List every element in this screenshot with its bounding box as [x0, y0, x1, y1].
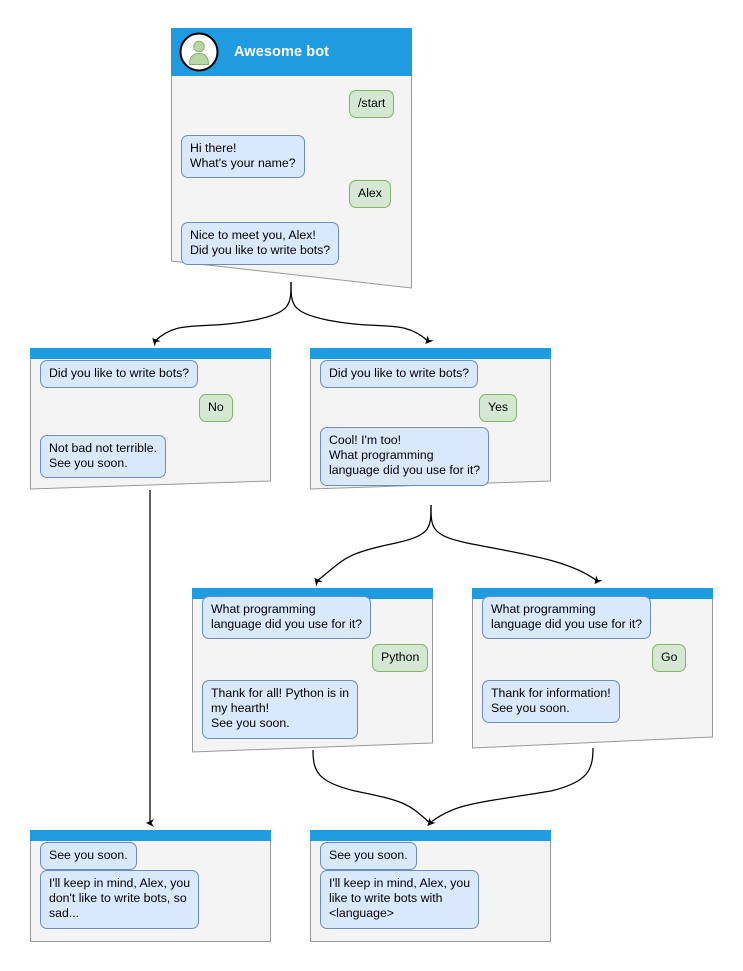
message-bubble-answer[interactable]: Yes — [479, 394, 518, 423]
card-end-sad[interactable]: See you soon. I'll keep in mind, Alex, y… — [30, 830, 271, 942]
edge-yes-to-python — [314, 504, 432, 587]
user-avatar-icon — [179, 32, 219, 71]
message-bubble-name[interactable]: Alex — [349, 180, 391, 209]
card-root-body: Awesome bot — [171, 28, 412, 290]
message-bubble-question[interactable]: Did you like to write bots? — [40, 360, 199, 389]
card-no[interactable]: Did you like to write bots? No Not bad n… — [30, 348, 271, 490]
edge-go-to-end-happy — [429, 747, 594, 824]
message-bubble-answer[interactable]: Go — [652, 644, 687, 673]
bot-title: Awesome bot — [234, 43, 330, 60]
message-bubble-reply[interactable]: Not bad not terrible. See you soon. — [40, 435, 167, 479]
message-bubble-greeting[interactable]: Hi there! What's your name? — [181, 135, 305, 179]
message-bubble-start[interactable]: /start — [349, 90, 395, 119]
message-bubble-answer[interactable]: No — [199, 394, 233, 423]
message-bubble-answer[interactable]: Python — [372, 644, 429, 673]
edge-root-to-yes — [290, 281, 434, 344]
message-bubble-farewell[interactable]: See you soon. — [320, 842, 417, 871]
card-go[interactable]: What programming language did you use fo… — [472, 588, 713, 753]
card-end-happy[interactable]: See you soon. I'll keep in mind, Alex, y… — [310, 830, 551, 942]
message-bubble-question[interactable]: What programming language did you use fo… — [202, 596, 372, 640]
message-bubble-question[interactable]: Did you like to write bots? — [320, 360, 479, 389]
message-bubble-reply[interactable]: Thank for all! Python is in my hearth! S… — [202, 680, 359, 739]
message-bubble-nice[interactable]: Nice to meet you, Alex! Did you like to … — [181, 222, 340, 266]
message-bubble-reply[interactable]: Cool! I'm too! What programming language… — [320, 427, 490, 486]
edge-yes-to-go — [430, 504, 603, 585]
card-python[interactable]: What programming language did you use fo… — [192, 588, 433, 753]
edge-root-to-no — [152, 281, 292, 347]
message-bubble-reply[interactable]: Thank for information! See you soon. — [482, 680, 620, 724]
edge-python-to-end-happy — [312, 749, 436, 826]
message-bubble-farewell[interactable]: See you soon. — [40, 842, 137, 871]
message-bubble-summary[interactable]: I'll keep in mind, Alex, you don't like … — [40, 870, 200, 929]
card-yes[interactable]: Did you like to write bots? Yes Cool! I'… — [310, 348, 551, 490]
message-bubble-question[interactable]: What programming language did you use fo… — [482, 596, 652, 640]
bot-header: Awesome bot — [171, 28, 412, 75]
message-bubble-summary[interactable]: I'll keep in mind, Alex, you like to wri… — [320, 870, 480, 929]
card-root[interactable]: Awesome bot /start Hi there! What's your… — [171, 28, 412, 290]
